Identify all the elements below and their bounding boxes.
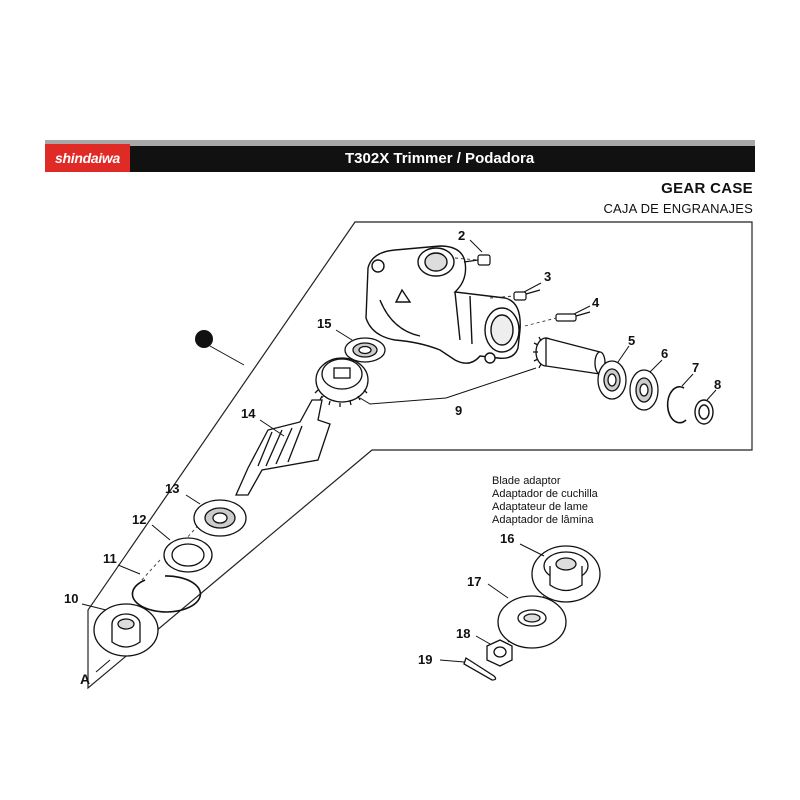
brand-name: shindaiwa: [55, 150, 120, 166]
model-title: T302X Trimmer / Podadora: [345, 150, 535, 167]
brand-logo: shindaiwa: [45, 144, 130, 172]
header-black-bar: [130, 146, 755, 172]
blade-holder-part-10: [93, 603, 159, 657]
callout-10: 10: [64, 591, 78, 606]
screw-part-3: [513, 289, 541, 301]
blade-adaptor-label-fr: Adaptateur de lame: [492, 501, 589, 513]
callout-17: 17: [467, 574, 481, 589]
blade-adaptor-label-en: Blade adaptor: [492, 475, 561, 487]
bearing-part-5: [597, 360, 627, 400]
callout-3: 3: [544, 269, 551, 284]
blade-adaptor-label-pt: Adaptador de lâmina: [492, 514, 594, 526]
screw-part-2: [463, 254, 491, 266]
blade-adaptor-label: Blade adaptor Adaptador de cuchilla Adap…: [492, 475, 598, 527]
callout-14: 14: [241, 406, 256, 421]
callout-18: 18: [456, 626, 470, 641]
callout-19: 19: [418, 652, 432, 667]
leader-lines: [81, 239, 717, 673]
screw-part-4: [555, 311, 591, 322]
bearing-part-6: [629, 369, 659, 411]
bevel-gear: [314, 357, 369, 407]
pinion-gear-shaft: [533, 336, 606, 375]
blade-adaptor-label-es: Adaptador de cuchilla: [492, 488, 598, 500]
blade-adaptor-part-16: [531, 545, 601, 603]
callout-16: 16: [500, 531, 514, 546]
callout-6: 6: [661, 346, 668, 361]
assembly-boundary: [87, 221, 753, 690]
callout-13: 13: [165, 481, 179, 496]
header-bar: shindaiwa T302X Trimmer / Podadora: [45, 140, 755, 172]
blade-adaptor-part-17: [497, 595, 567, 649]
header-grey-stripe: [45, 140, 755, 146]
callout-5: 5: [628, 333, 635, 348]
snap-ring-part-7: [666, 385, 687, 424]
nut-part-18: [486, 639, 513, 667]
bearing-part-15: [344, 337, 386, 363]
callout-11: 11: [103, 551, 117, 566]
assembly-callout: 1: [200, 332, 207, 347]
reference-a: A: [80, 671, 90, 687]
callout-2: 2: [458, 228, 465, 243]
gear-case-housing: [365, 245, 521, 364]
snap-ring-part-11: [131, 575, 202, 613]
callout-7: 7: [692, 360, 699, 375]
callout-9: 9: [455, 403, 462, 418]
section-subtitle: CAJA DE ENGRANAJES: [603, 201, 753, 216]
washer-part-12: [163, 537, 213, 573]
callout-8: 8: [714, 377, 721, 392]
assembly-callout-circle: [195, 330, 213, 348]
section-title: GEAR CASE: [661, 180, 753, 197]
bearing-part-13: [193, 499, 247, 537]
pin-part-19: [463, 657, 497, 681]
callout-4: 4: [592, 295, 600, 310]
washer-part-8: [694, 399, 714, 425]
callout-12: 12: [132, 512, 146, 527]
callout-15: 15: [317, 316, 331, 331]
